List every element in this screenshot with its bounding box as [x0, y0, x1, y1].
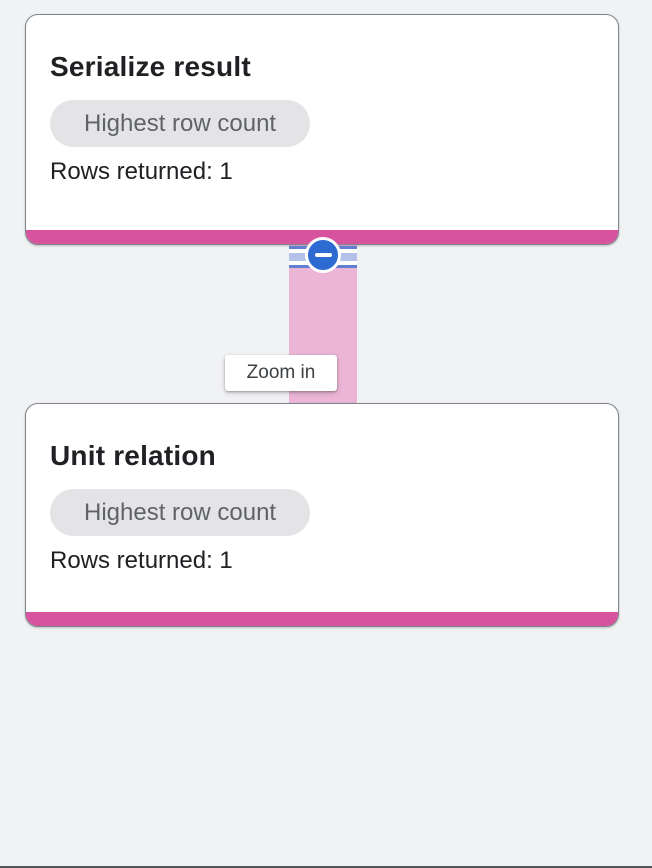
rows-returned-text: Rows returned: 1	[50, 158, 233, 185]
zoom-in-tooltip: Zoom in	[225, 355, 337, 391]
node-title: Serialize result	[50, 51, 251, 82]
node-card-serialize-result[interactable]: Serialize result Highest row count Rows …	[25, 14, 619, 245]
node-content: Unit relation Highest row count Rows ret…	[26, 404, 618, 576]
collapse-edge-button[interactable]	[305, 237, 341, 273]
window-bottom-edge	[0, 866, 652, 868]
node-title: Unit relation	[50, 440, 216, 471]
node-content: Serialize result Highest row count Rows …	[26, 15, 618, 187]
highest-row-count-badge: Highest row count	[50, 100, 311, 147]
highest-row-count-badge: Highest row count	[50, 489, 311, 536]
rows-returned-text: Rows returned: 1	[50, 547, 233, 574]
minus-icon	[314, 253, 332, 257]
node-accent-bar	[26, 612, 618, 626]
node-card-unit-relation[interactable]: Unit relation Highest row count Rows ret…	[25, 403, 619, 627]
